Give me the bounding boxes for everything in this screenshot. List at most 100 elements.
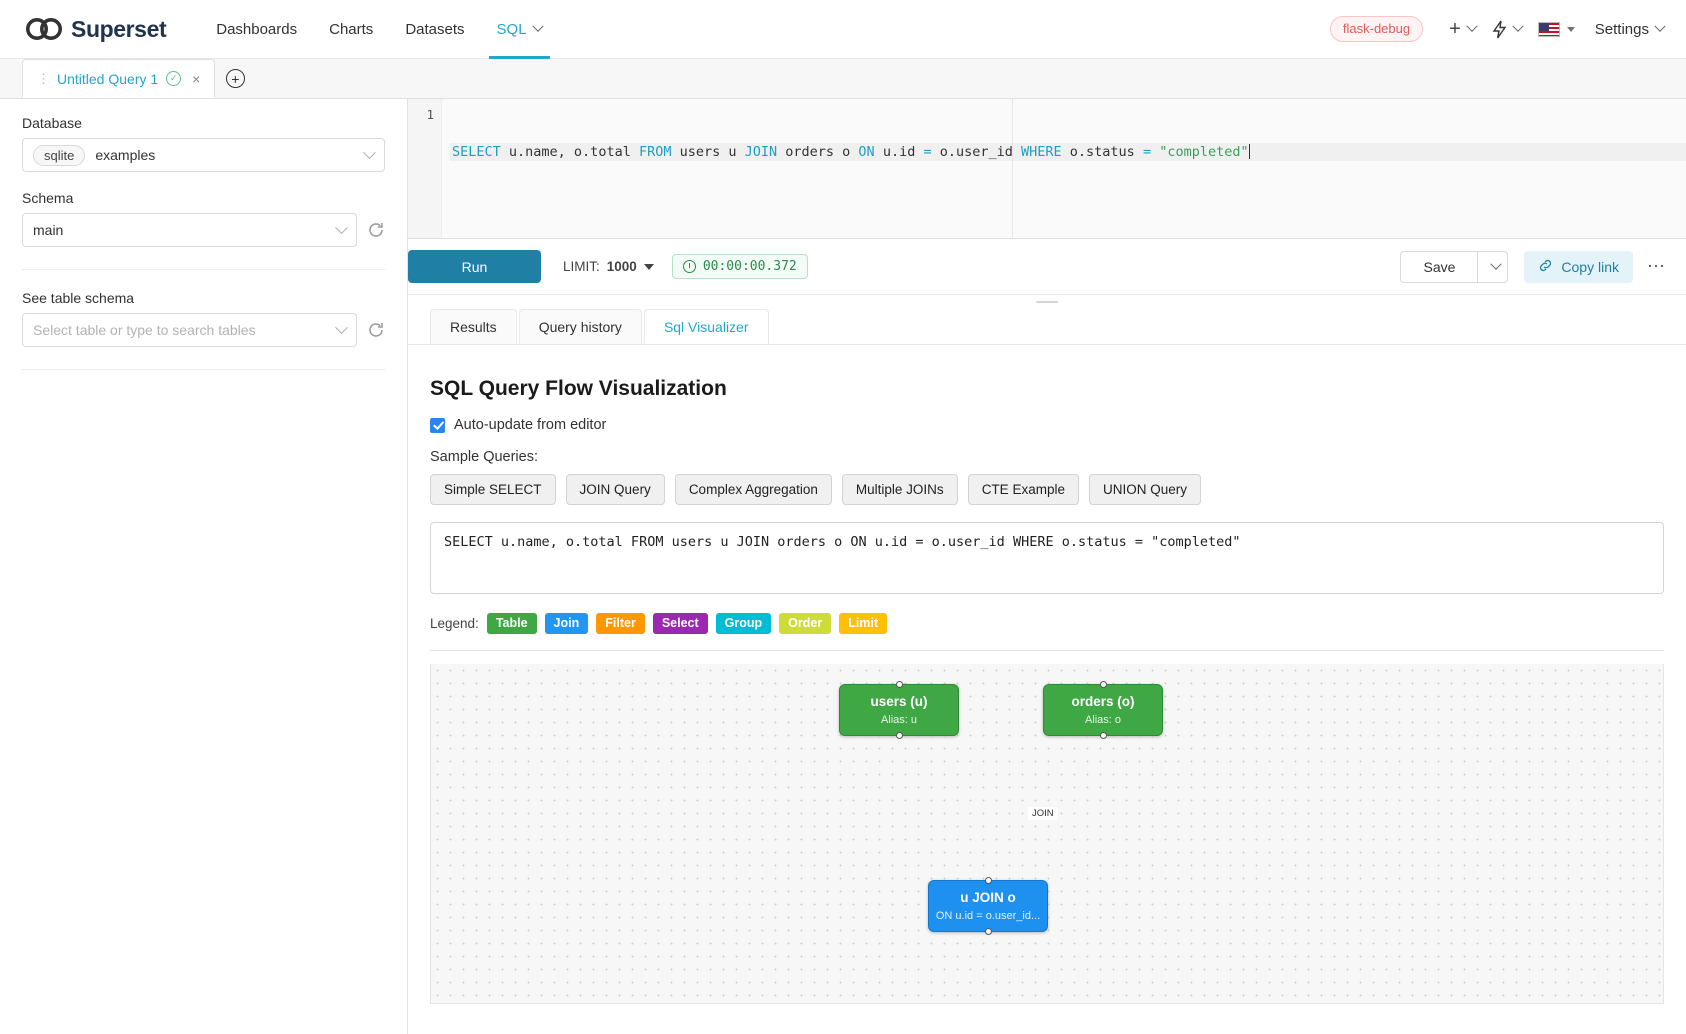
schema-value: main	[33, 222, 64, 238]
chevron-down-icon	[1490, 258, 1503, 270]
drag-grip-icon[interactable]: ⋮	[37, 71, 50, 86]
more-options-icon[interactable]: ⋯	[1647, 256, 1666, 276]
node-handle-top[interactable]	[895, 681, 903, 688]
refresh-tables-icon[interactable]	[367, 321, 385, 339]
auto-update-checkbox[interactable]	[430, 417, 445, 433]
database-value: examples	[95, 147, 156, 163]
tab-results-label: Results	[450, 319, 497, 335]
nav-link-dashboards[interactable]: Dashboards	[200, 0, 313, 59]
schema-label: Schema	[22, 190, 74, 206]
flow-canvas[interactable]: JOIN users (u) Alias: u orders (o) Alias…	[430, 664, 1664, 1004]
code-token: u.name, o.total	[500, 144, 639, 160]
settings-label: Settings	[1594, 20, 1649, 38]
line-number: 1	[426, 107, 434, 122]
chevron-down-icon	[1654, 20, 1666, 32]
nav-link-sql-label: SQL	[496, 20, 527, 38]
schema-select[interactable]: main	[22, 213, 357, 247]
check-circle-icon: ✓	[166, 71, 182, 86]
sample-button-complex-aggregation[interactable]: Complex Aggregation	[674, 474, 832, 505]
auto-update-label: Auto-update from editor	[454, 417, 607, 433]
node-handle-bottom[interactable]	[895, 732, 903, 739]
result-tab-bar: Results Query history Sql Visualizer	[408, 309, 1686, 345]
superset-logo[interactable]: Superset	[26, 16, 167, 43]
legend-badge-select: Select	[652, 613, 708, 634]
code-token: o.user_id	[931, 144, 1022, 160]
flow-node-users[interactable]: users (u) Alias: u	[839, 681, 959, 739]
caret-down-icon	[643, 263, 654, 270]
refresh-schema-icon[interactable]	[367, 221, 385, 239]
run-button[interactable]: Run	[408, 250, 541, 283]
sample-button-union-query[interactable]: UNION Query	[1088, 474, 1201, 505]
node-handle-bottom[interactable]	[1099, 732, 1107, 739]
query-tab-label: Untitled Query 1	[57, 70, 159, 87]
limit-value: 1000	[606, 259, 637, 274]
flow-node-join-condition: ON u.id = o.user_id...	[935, 910, 1041, 922]
sample-button-join-query[interactable]: JOIN Query	[565, 474, 665, 505]
copy-link-label: Copy link	[1561, 258, 1619, 275]
clock-icon	[682, 260, 696, 273]
code-token: u.id	[874, 144, 924, 160]
pane-resize-handle[interactable]	[408, 295, 1686, 309]
plus-icon[interactable]: +	[1443, 14, 1482, 45]
debug-mode-badge: flask-debug	[1329, 16, 1424, 42]
toolbar-actions: Save Copy link ⋯	[1400, 250, 1666, 283]
node-handle-top[interactable]	[984, 877, 992, 884]
node-handle-bottom[interactable]	[984, 928, 992, 935]
legend-label: Legend:	[430, 616, 479, 631]
workspace: Database sqlite examples Schema main See…	[0, 99, 1686, 1034]
close-icon[interactable]: ×	[192, 70, 201, 87]
legend-badge-group: Group	[715, 613, 772, 634]
database-select[interactable]: sqlite examples	[22, 138, 385, 172]
link-icon	[1538, 258, 1553, 276]
add-query-tab-button[interactable]: +	[215, 59, 256, 98]
code-token	[1151, 144, 1159, 160]
editor-print-margin	[1012, 99, 1013, 238]
legend-badge-order: Order	[779, 613, 832, 634]
flow-node-orders[interactable]: orders (o) Alias: o	[1043, 681, 1163, 739]
limit-dropdown[interactable]: LIMIT: 1000	[563, 259, 654, 274]
settings-menu[interactable]: Settings	[1594, 20, 1666, 38]
copy-link-button[interactable]: Copy link	[1524, 250, 1633, 283]
page-title: SQL Query Flow Visualization	[430, 377, 727, 400]
sample-queries-label: Sample Queries:	[430, 449, 538, 465]
nav-link-sql[interactable]: SQL	[481, 0, 558, 59]
sample-button-multiple-joins[interactable]: Multiple JOINs	[841, 474, 958, 505]
nav-link-charts[interactable]: Charts	[313, 0, 389, 59]
main-nav: Dashboards Charts Datasets SQL	[200, 0, 557, 59]
chevron-down-icon	[531, 20, 544, 32]
code-token: FROM	[638, 144, 672, 160]
save-button[interactable]: Save	[1400, 250, 1479, 283]
tab-query-history[interactable]: Query history	[518, 309, 642, 344]
sample-button-simple-select[interactable]: Simple SELECT	[430, 474, 556, 505]
editor-content[interactable]: SELECT u.name, o.total FROM users u JOIN…	[442, 99, 1686, 238]
flow-node-orders-title: orders (o)	[1071, 694, 1135, 709]
save-dropdown-button[interactable]	[1478, 250, 1509, 283]
code-token: "completed"	[1159, 144, 1249, 160]
bolt-icon[interactable]	[1486, 16, 1528, 43]
superset-mark-icon	[26, 18, 62, 40]
sql-editor[interactable]: 1 SELECT u.name, o.total FROM users u JO…	[408, 99, 1686, 239]
table-select[interactable]: Select table or type to search tables	[22, 313, 357, 347]
code-token: ON	[858, 144, 875, 160]
code-token: JOIN	[744, 144, 778, 160]
tab-results[interactable]: Results	[430, 309, 517, 344]
database-engine-badge: sqlite	[33, 144, 86, 166]
code-token: orders o	[777, 144, 859, 160]
sql-input-textarea[interactable]	[430, 522, 1664, 594]
tab-sql-visualizer[interactable]: Sql Visualizer	[643, 309, 769, 344]
legend-badge-filter: Filter	[596, 613, 645, 634]
chevron-down-icon	[1466, 20, 1478, 32]
chevron-down-icon	[1512, 20, 1524, 32]
sample-button-cte-example[interactable]: CTE Example	[967, 474, 1079, 505]
sql-lab-main: 1 SELECT u.name, o.total FROM users u JO…	[408, 99, 1686, 1034]
flag-graphic	[1537, 21, 1560, 37]
us-flag-icon[interactable]	[1532, 18, 1581, 41]
table-select-placeholder: Select table or type to search tables	[33, 322, 256, 338]
chevron-down-icon	[363, 145, 376, 159]
code-token: WHERE	[1021, 144, 1062, 160]
node-handle-top[interactable]	[1099, 681, 1107, 688]
text-cursor	[1248, 144, 1250, 159]
flow-node-join[interactable]: u JOIN o ON u.id = o.user_id...	[928, 877, 1048, 935]
query-tab-untitled-query-1[interactable]: ⋮ Untitled Query 1 ✓ ×	[22, 59, 216, 98]
nav-link-datasets[interactable]: Datasets	[389, 0, 480, 59]
